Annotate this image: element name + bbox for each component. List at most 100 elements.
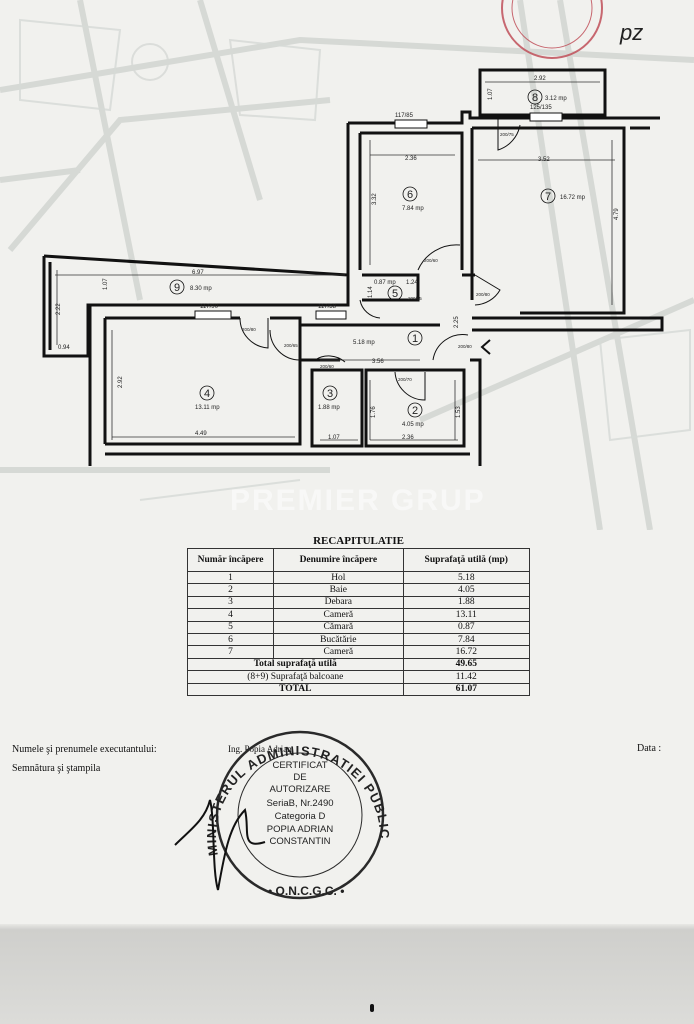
dim: 3.32 (372, 193, 378, 205)
room-2-number: 2 (412, 405, 418, 417)
room-4-area: 13.11 mp (195, 405, 220, 411)
cell-number: 4 (186, 608, 275, 622)
cell-room-name: Debara (273, 595, 404, 610)
stamp-line: SeriaB, Nr.2490 (266, 798, 333, 809)
dim: 4.49 (195, 431, 207, 437)
room-5-number: 5 (392, 288, 398, 300)
background-map (0, 0, 694, 530)
cell-room-name: Bucătărie (273, 632, 404, 647)
room-6-area: 7.84 mp (402, 206, 424, 212)
door-dim: 200/60 (424, 258, 438, 263)
room-7-number: 7 (545, 191, 551, 203)
dim: 2.92 (534, 76, 546, 82)
room-6-label: 6 7.84 mp (402, 186, 424, 212)
dim: 2.92 (118, 376, 124, 388)
dim: 3.56 (372, 359, 384, 365)
dim: 3.52 (538, 157, 550, 163)
dim: 4.79 (614, 208, 620, 220)
room-5-label: 5 0.87 mp (374, 280, 403, 301)
cell-area: 7.84 (402, 632, 531, 647)
door-labels: 200/60 200/75 200/65 200/65 200/80 200/8… (242, 132, 514, 382)
room-9-label: 9 8.30 mp (169, 279, 212, 295)
dim: 125/135 (530, 105, 552, 111)
dim: 1.76 (371, 406, 377, 418)
stamp-graphic: MINISTERUL ADMINISTRATIEI PUBLICE • O.N.… (165, 718, 391, 900)
dim: 2.25 (454, 316, 460, 328)
room-1-label: 1 5.18 mp (353, 330, 423, 346)
door-dim: 200/80 (458, 344, 472, 349)
cell-number: 3 (186, 595, 275, 610)
door-dim: 200/70 (398, 377, 412, 382)
stamp-line: CERTIFICAT (272, 760, 327, 771)
room-7-area: 16.72 mp (560, 195, 586, 201)
room-8-number: 8 (532, 92, 538, 104)
dim: 117/58 (318, 304, 337, 310)
room-2-label: 2 4.05 mp (402, 402, 424, 428)
dim: 2.22 (56, 303, 62, 315)
stamp-line: AUTORIZARE (269, 784, 330, 795)
door-dim: 200/75 (500, 132, 514, 137)
dimension-labels: 2.92 1.07 117/85 125/135 2.36 3.52 3.32 … (56, 76, 620, 441)
table-header-row: Număr încăpere Denumire încăpere Suprafa… (186, 548, 531, 572)
dim: 1.24 (406, 280, 418, 286)
watermark: PREMIER GRUP (230, 484, 486, 517)
room-8-area: 3.12 mp (545, 96, 567, 102)
cell-room-name: Cameră (273, 608, 404, 622)
dim: 1.07 (488, 88, 494, 100)
dim: 1.07 (103, 278, 109, 290)
official-stamp: MINISTERUL ADMINISTRATIEI PUBLICE • O.N.… (165, 718, 410, 905)
floor-plan: pz (0, 0, 694, 530)
entry-arrow (480, 339, 491, 355)
door-dim: 200/60 (320, 364, 334, 369)
stamp-bottom-text: • O.N.C.G.C. • (268, 884, 344, 898)
cell-room-name: Cameră (273, 645, 404, 659)
room-7-label: 7 16.72 mp (540, 188, 586, 204)
dim: 2.36 (402, 435, 414, 441)
recap-table: Număr încăpere Denumire încăpere Suprafa… (186, 548, 531, 696)
room-6-number: 6 (407, 189, 413, 201)
stamp-line: Categoria D (275, 811, 326, 822)
cell-area: 0.87 (402, 620, 531, 634)
dim: 0.94 (58, 345, 70, 351)
door-dim: 200/80 (476, 292, 490, 297)
door-dim: 200/80 (242, 327, 256, 332)
executant-label: Numele şi prenumele executantului: (12, 744, 157, 755)
dim: 6.97 (192, 270, 204, 276)
initials: pz (619, 20, 643, 45)
plan-sheet: pz (0, 0, 694, 930)
room-9-area: 8.30 mp (190, 286, 212, 292)
cell-room-name: Baie (273, 583, 404, 597)
stamp-line: CONSTANTIN (269, 836, 330, 847)
cell-number: 7 (186, 645, 275, 659)
stamp-line: DE (293, 772, 306, 783)
date-label: Data : (637, 743, 662, 754)
cell-room-name: Hol (273, 570, 404, 585)
stamp-line: POPIA ADRIAN (267, 824, 334, 835)
dim: 117/85 (395, 113, 414, 119)
room-8-label: 8 3.12 mp (527, 89, 567, 105)
header-cell: Denumire încăpere (273, 548, 404, 572)
room-9-number: 9 (174, 282, 180, 294)
red-stamp (501, 0, 603, 59)
executant-name: Ing. Popia Adrian (228, 744, 292, 754)
dim: 1.14 (368, 286, 374, 298)
header-cell: Suprafaţă utilă (mp) (402, 548, 531, 572)
cell-number: 1 (186, 570, 275, 585)
dot-mark (370, 1004, 374, 1012)
walls (42, 68, 664, 466)
room-1-number: 1 (412, 333, 418, 345)
door-dim: 200/65 (408, 296, 422, 301)
cell-area: 16.72 (402, 645, 531, 659)
room-2-area: 4.05 mp (402, 422, 424, 428)
total-util-label: Total suprafaţă utilă (187, 657, 404, 672)
room-1-area: 5.18 mp (353, 340, 375, 346)
